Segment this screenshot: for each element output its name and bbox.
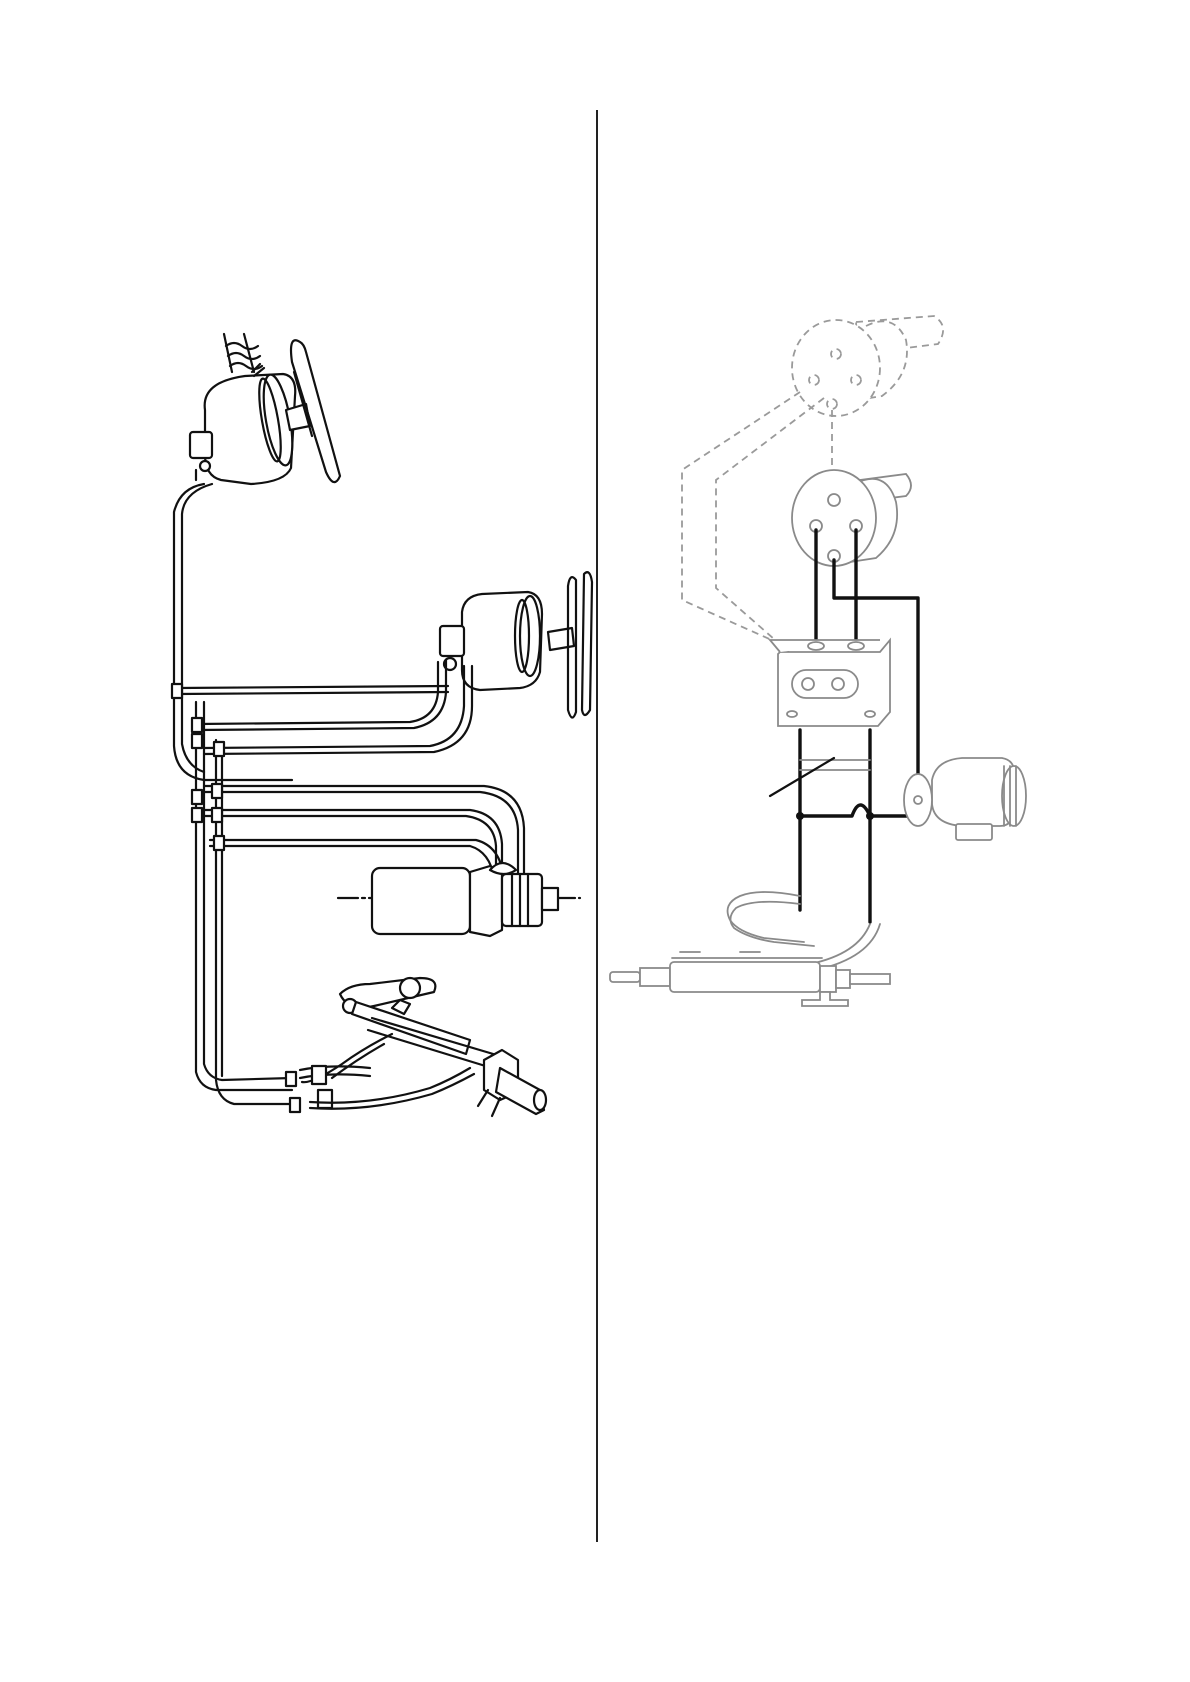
helm-pump [792, 470, 911, 566]
lower-helm-pump [440, 592, 574, 690]
upper-helm-pump [190, 364, 298, 484]
steering-cylinder-assembly [286, 978, 546, 1116]
valve-block [770, 640, 890, 726]
left-hydraulic-installation-diagram [0, 0, 596, 1682]
electric-motor [904, 758, 1026, 840]
right-electric-installation-diagram [596, 0, 1190, 1682]
power-pack-motor [338, 863, 580, 936]
upper-steering-wheel [286, 340, 340, 482]
